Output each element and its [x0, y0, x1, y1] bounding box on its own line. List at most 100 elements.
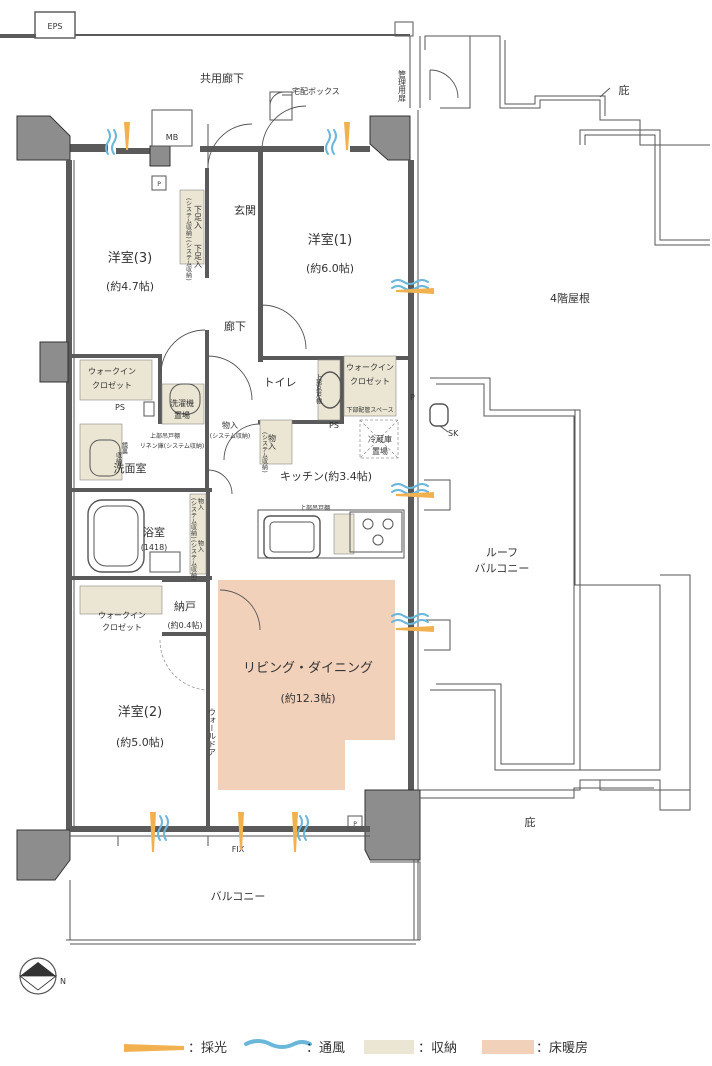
eave-top-label: 庇 [619, 83, 630, 97]
sk-drain: SK [429, 403, 459, 438]
washroom-label: 洗面室 [114, 461, 147, 475]
mirror-label-1: 鏡裏 [121, 441, 128, 455]
svg-text:：床暖房: ：床暖房 [536, 1040, 588, 1056]
roof-balcony-label-1: ルーフ [486, 546, 518, 559]
eps-box: EPS [0, 11, 410, 39]
shoe-2-sub: (システム収納) [185, 240, 192, 281]
room3-size: (約4.7帖) [106, 279, 154, 293]
washer-label-2: 置場 [174, 410, 190, 420]
room1-size: (約6.0帖) [306, 261, 354, 275]
eps-label: EPS [48, 22, 63, 31]
toilet-bowl [317, 371, 343, 409]
wic2-label-2: クロゼット [350, 376, 390, 386]
eave-bottom-label: 庇 [525, 815, 536, 829]
wic3-label-2: クロゼット [102, 622, 142, 632]
upper-cab-linen-label: 上部吊戸棚 [150, 432, 180, 440]
ps-mid-label: PS [329, 421, 339, 430]
fixtures [87, 371, 405, 573]
fridge-label-2: 置場 [372, 446, 388, 456]
p-right-label: P [410, 393, 415, 402]
legend: ：採光 ：通風 ：収納 ：床暖房 [124, 1039, 588, 1056]
fix-label: FIX [232, 845, 245, 854]
shoe-1-sub: (システム収納) [185, 198, 192, 239]
management-door-label: 管理用扉 [398, 69, 407, 103]
entrance-label: 玄関 [234, 203, 256, 217]
storage-a-label: 物入 [222, 420, 238, 430]
svg-text:SK: SK [448, 429, 459, 438]
living-name: リビング・ダイニング [243, 661, 373, 676]
vent-top-left [105, 122, 130, 155]
wall-door-label: ウォールドア [208, 708, 217, 756]
room2-name: 洋室(2) [118, 704, 162, 720]
wic3-label-1: ウォークイン [98, 611, 146, 620]
washer-label-1: 洗濯機 [170, 398, 194, 408]
toilet-label: トイレ [264, 376, 297, 389]
svg-text:：採光: ：採光 [188, 1041, 227, 1056]
bathtub [87, 499, 145, 573]
room1-name: 洋室(1) [308, 232, 352, 248]
hallway-label: 廊下 [224, 319, 246, 333]
roof-outline [424, 35, 710, 246]
delivery-box [269, 91, 293, 121]
kitchen-label: キッチン(約3.4帖) [280, 469, 372, 483]
legend-floor-heating: ：床暖房 [482, 1040, 588, 1056]
delivery-box-label: 宅配ボックス [292, 86, 340, 96]
bath-label: 浴室 [143, 525, 165, 539]
legend-storage: ：収納 [364, 1040, 457, 1056]
wic2-label-1: ウォークイン [346, 363, 394, 372]
roof-balcony-label-2: バルコニー [475, 562, 530, 575]
fridge-label-1: 冷蔵庫 [368, 434, 392, 444]
compass-n-label: N [60, 977, 66, 986]
pipe-shaft-top: P [151, 175, 167, 191]
bath-storage-1-label: 物入 [197, 497, 204, 510]
upper-cab-kitchen-label: 上部吊戸棚 [300, 504, 330, 512]
bath-storage-2-label: 物入 [197, 539, 204, 552]
vent-top-right [325, 122, 350, 155]
svg-text:P: P [157, 181, 161, 188]
vent-bottom-mid [238, 812, 309, 852]
p-bottom-label: P [353, 821, 357, 828]
balcony-outline [66, 836, 420, 945]
bottom-eave-outline [347, 779, 691, 940]
wic1-label-2: クロゼット [92, 380, 132, 390]
ventilation-markers [105, 122, 434, 852]
cooktop [349, 511, 403, 553]
vent-room1 [391, 279, 434, 294]
ps-left-box [143, 401, 155, 417]
svg-text:：収納: ：収納 [418, 1041, 457, 1056]
balcony-label: バルコニー [211, 890, 266, 903]
fridge-space [359, 419, 399, 459]
room2-size: (約5.0帖) [116, 735, 164, 749]
room3-name: 洋室(3) [108, 250, 152, 266]
meter-box: MB [151, 109, 193, 147]
roof-4f-label: 4階屋根 [550, 291, 590, 305]
toilet-cabinet-label: 上部吊戸棚 [315, 373, 322, 405]
shoe-2-label: 下足入 [194, 244, 203, 268]
vent-kitchen [391, 483, 434, 498]
shoe-1-label: 下足入 [194, 205, 203, 229]
floor-heating-area [218, 580, 395, 790]
legend-ventilation: ：通風 [244, 1039, 345, 1056]
storage-a-sub: (システム収納) [210, 432, 251, 440]
svg-text:MB: MB [166, 133, 178, 142]
common-corridor-outline [394, 21, 421, 108]
storage-b-sub: (システム収納) [261, 432, 268, 473]
mirror-label-2: 収納 [115, 452, 122, 465]
bath-size: (1418) [141, 543, 168, 552]
linen-label: リネン庫(システム収納) [140, 442, 205, 450]
storage-b-label: 物入 [268, 433, 277, 450]
ps-left-label: PS [115, 403, 125, 412]
legend-daylight: ：採光 [124, 1041, 227, 1056]
doors [159, 105, 307, 691]
living-size: (約12.3帖) [280, 691, 335, 705]
management-door: 管理用扉 [398, 69, 459, 103]
under-floor-label: 下部配管スペース [346, 406, 393, 414]
wic1-label-1: ウォークイン [88, 367, 136, 376]
bath-storage-2-sub: (システム収納) [190, 540, 197, 581]
bath-storage-1-sub: (システム収納) [190, 498, 197, 539]
common-corridor-label: 共用廊下 [200, 71, 244, 85]
closet-name: 納戸 [174, 600, 196, 613]
vent-living [391, 613, 434, 632]
north-compass: N [18, 957, 66, 995]
